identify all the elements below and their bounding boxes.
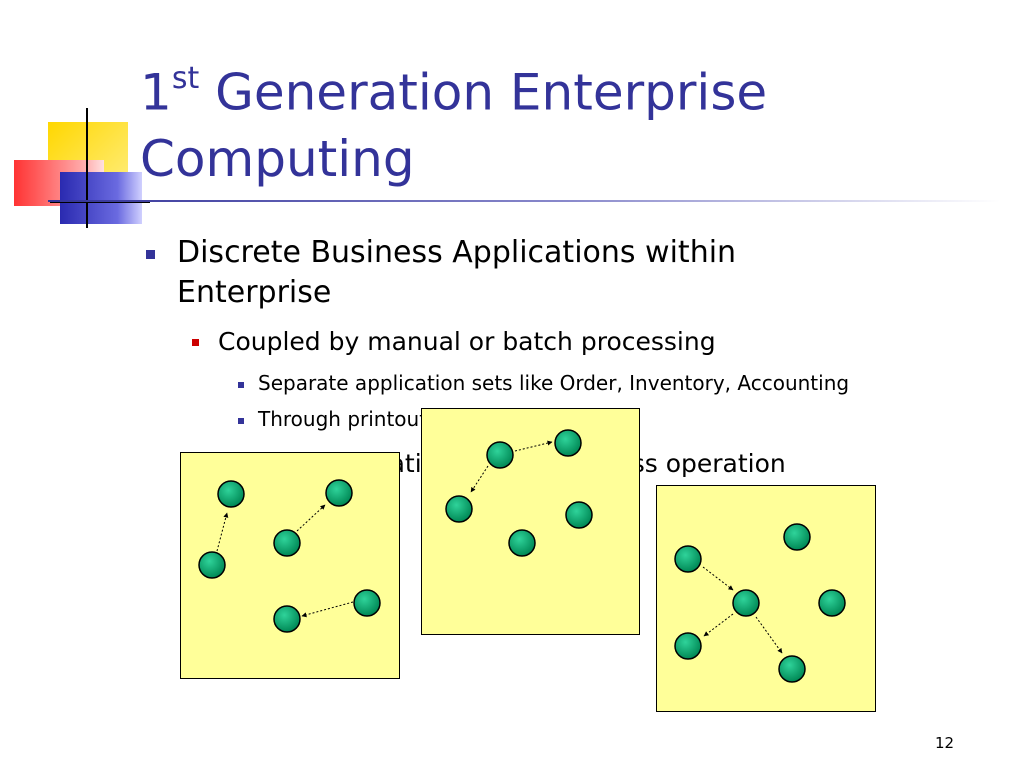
slide-title: 1st Generation Enterprise Computing [140, 61, 768, 188]
node-circle-icon [198, 551, 226, 579]
node-circle-icon [353, 589, 381, 617]
dotted-arrow-icon [296, 504, 326, 532]
square-bullet-icon [238, 382, 244, 388]
node-circle-icon [778, 655, 806, 683]
bullet-level3-item: Separate application sets like Order, In… [258, 371, 850, 395]
square-bullet-icon [146, 250, 155, 259]
dotted-arrow-icon [301, 601, 354, 618]
dotted-arrow-icon [514, 440, 553, 452]
decorative-horizontal-line [50, 201, 150, 203]
dotted-arrow-icon [470, 465, 489, 493]
square-bullet-icon [238, 418, 244, 424]
node-circle-icon [554, 429, 582, 457]
decorative-blue-square [60, 172, 142, 224]
node-circle-icon [217, 480, 245, 508]
decorative-vertical-line [86, 108, 88, 228]
node-circle-icon [486, 441, 514, 469]
title-superscript: st [171, 61, 200, 96]
bullet-level1: Discrete Business Applications within En… [177, 235, 737, 310]
node-circle-icon [325, 479, 353, 507]
node-circle-icon [783, 523, 811, 551]
node-circle-icon [818, 589, 846, 617]
dotted-arrow-icon [702, 566, 734, 591]
page-number: 12 [935, 734, 955, 752]
node-circle-icon [273, 529, 301, 557]
title-underline [48, 200, 1000, 202]
dotted-arrow-icon [216, 512, 229, 552]
node-circle-icon [732, 589, 760, 617]
node-circle-icon [565, 501, 593, 529]
dotted-arrow-icon [703, 613, 734, 637]
node-circle-icon [445, 495, 473, 523]
square-bullet-icon [192, 339, 199, 346]
dotted-arrow-icon [755, 616, 783, 654]
node-circle-icon [674, 545, 702, 573]
node-circle-icon [508, 529, 536, 557]
node-circle-icon [273, 605, 301, 633]
node-circle-icon [674, 632, 702, 660]
bullet-level2: Coupled by manual or batch processing [218, 327, 716, 356]
